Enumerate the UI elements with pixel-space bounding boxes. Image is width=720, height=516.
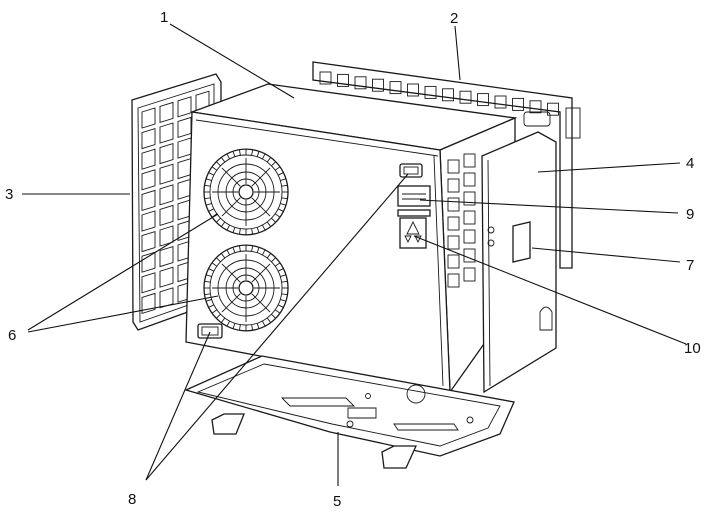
rear-grille-cells (319, 71, 559, 116)
handle-bottom (197, 323, 223, 339)
grille-icon (459, 90, 472, 104)
handles (197, 163, 423, 339)
leader-lines (22, 23, 687, 486)
grille-icon (141, 292, 156, 315)
grille-icon (141, 127, 156, 150)
callout-6: 6 (8, 327, 16, 344)
fan-group (203, 148, 289, 332)
grille-icon (447, 159, 460, 174)
grille-icon (447, 216, 460, 231)
grille-icon (424, 85, 437, 99)
callout-2: 2 (450, 10, 458, 27)
grille-icon (442, 88, 454, 102)
grille-icon (447, 197, 460, 212)
grille-icon (547, 102, 559, 116)
callout-5: 5 (333, 493, 341, 510)
grille-icon (337, 73, 349, 87)
grille-icon (177, 96, 192, 118)
front-labels (397, 185, 431, 249)
nameplate (397, 185, 431, 207)
grille-icon (141, 107, 156, 129)
base-plate (184, 355, 515, 469)
grille-icon (463, 210, 476, 225)
grille-icon (159, 266, 174, 288)
grille-icon (463, 229, 476, 244)
grille-icon (447, 235, 460, 250)
grille-icon (141, 230, 156, 253)
grille-icon (463, 191, 476, 206)
main-casing (185, 83, 557, 394)
grille-icon (407, 83, 419, 97)
grille-icon (141, 210, 156, 232)
grille-icon (447, 178, 460, 193)
grille-icon (159, 122, 174, 144)
grille-icon (477, 93, 489, 107)
grille-icon (512, 97, 524, 111)
grille-icon (389, 81, 402, 95)
service-panel (481, 131, 557, 394)
handle-top (399, 163, 423, 178)
grille-icon (447, 254, 460, 269)
grille-icon (159, 287, 174, 309)
callouts: 1 2 3 4 5 6 7 8 9 10 (5, 9, 701, 510)
callout-8: 8 (128, 491, 136, 508)
grille-icon (529, 100, 542, 114)
grille-icon (463, 172, 476, 187)
grille-icon (159, 163, 174, 185)
callout-3: 3 (5, 186, 13, 203)
callout-10: 10 (684, 340, 701, 357)
grille-icon (159, 204, 174, 227)
grille-icon (141, 148, 156, 170)
label-plate-icon (512, 221, 531, 263)
grille-icon (159, 101, 174, 124)
callout-4: 4 (686, 155, 694, 172)
fan-icon (203, 244, 289, 332)
logo-icon (399, 217, 427, 249)
grille-icon (159, 184, 174, 206)
callout-1: 1 (160, 9, 168, 26)
grille-icon (159, 245, 174, 268)
callout-9: 9 (686, 206, 694, 223)
callout-7: 7 (686, 257, 694, 274)
grille-icon (159, 142, 174, 165)
grille-icon (141, 251, 156, 273)
grille-icon (372, 78, 384, 92)
grille-icon (494, 95, 507, 109)
grille-icon (141, 189, 156, 212)
grille-icon (319, 71, 332, 85)
grille-icon (447, 273, 460, 288)
grille-icon (141, 169, 156, 191)
grille-icon (354, 76, 367, 90)
fan-icon (203, 148, 289, 236)
side-grille-cells (447, 153, 476, 288)
grille-icon (463, 153, 476, 168)
grille-icon (463, 267, 476, 282)
rear-grille (312, 61, 581, 269)
grille-icon (141, 272, 156, 294)
